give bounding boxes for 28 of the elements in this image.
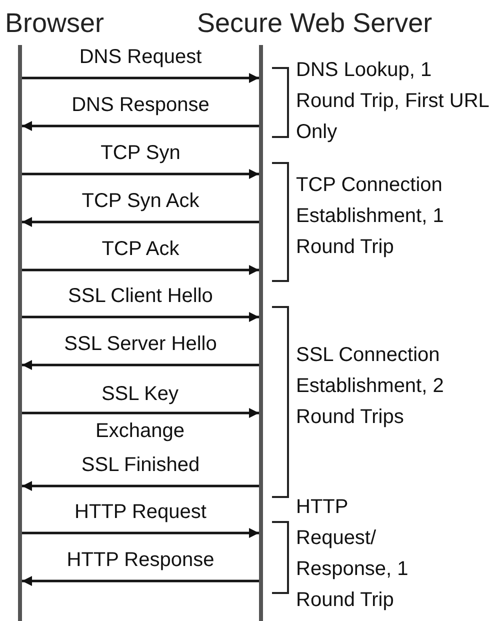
message-label: DNS Request xyxy=(78,45,203,70)
message-label: HTTP Request xyxy=(74,500,208,525)
message-arrow xyxy=(22,265,259,275)
message-arrow xyxy=(22,217,259,227)
message-label: SSL Key Exchange xyxy=(94,382,186,444)
phase-note: DNS Lookup, 1 Round Trip, First URL Only xyxy=(296,58,490,145)
lifeline-heading: Secure Web Server xyxy=(197,8,432,39)
message-label: SSL Server Hello xyxy=(63,332,218,357)
message-arrow xyxy=(22,576,259,586)
message-arrow xyxy=(22,528,259,538)
phase-note: SSL Connection Establishment, 2 Round Trips xyxy=(296,343,445,430)
message-label: SSL Client Hello xyxy=(67,284,214,309)
message-label: TCP Syn xyxy=(100,141,182,166)
message-arrow xyxy=(22,408,259,418)
message-arrow xyxy=(22,312,259,322)
message-label: SSL Finished xyxy=(80,453,201,478)
message-arrow xyxy=(22,481,259,491)
message-label: HTTP Response xyxy=(66,548,216,573)
message-arrow xyxy=(22,169,259,179)
message-label: TCP Syn Ack xyxy=(80,189,200,214)
message-arrow xyxy=(22,121,259,131)
message-arrow xyxy=(22,73,259,83)
message-arrow xyxy=(22,360,259,370)
message-label: TCP Ack xyxy=(100,237,180,262)
message-label: DNS Response xyxy=(70,93,210,118)
lifeline-heading: Browser xyxy=(5,8,104,39)
phase-note: HTTP Request/ Response, 1 Round Trip xyxy=(296,495,410,613)
phase-note: TCP Connection Establishment, 1 Round Trip xyxy=(296,173,445,260)
